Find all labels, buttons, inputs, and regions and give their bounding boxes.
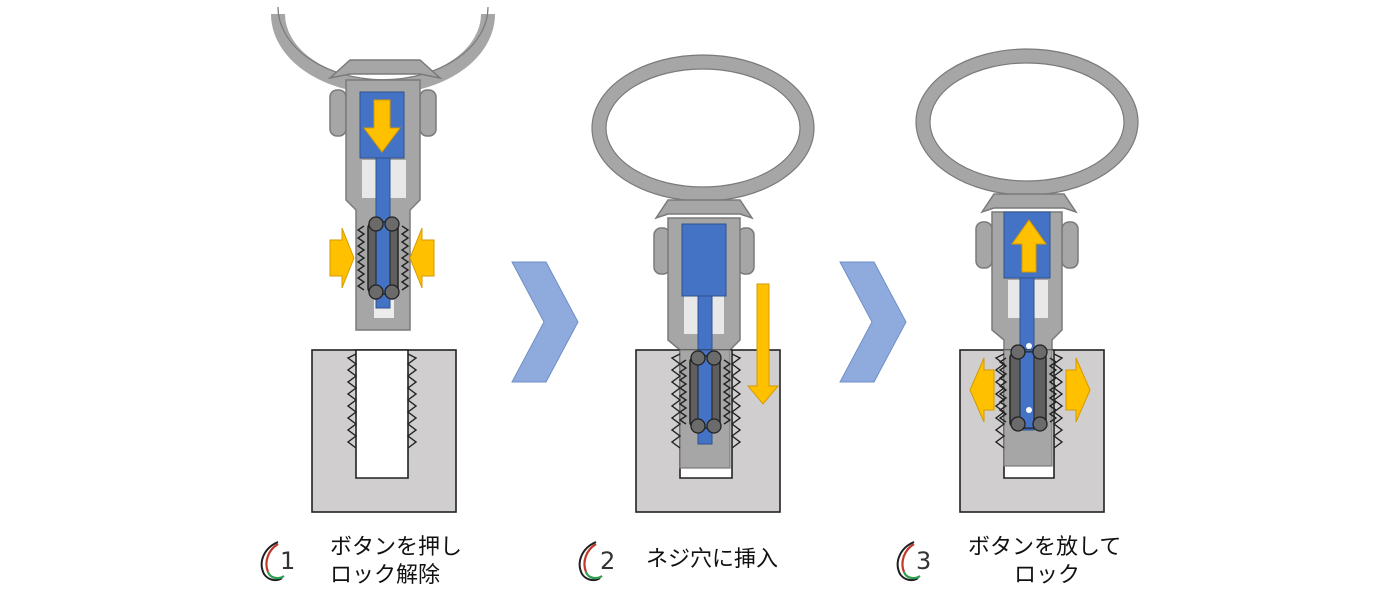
step3-number: 3 [916, 547, 932, 575]
step2-caption-line1: ネジ穴に挿入 [646, 547, 779, 572]
step3-tool [915, 48, 1139, 461]
chevron-right-icon [839, 261, 907, 383]
step1-tool [271, 6, 495, 331]
logo-mark-icon [896, 541, 921, 582]
step1-ring [271, 13, 495, 94]
step1-caption-line2: ロック解除 [330, 563, 441, 588]
chevron-right-icon [511, 261, 579, 383]
step1-number: 1 [280, 547, 296, 575]
arrow-right-icon [329, 227, 355, 289]
arrow-up-icon [1011, 219, 1047, 273]
logo-mark-icon [260, 541, 285, 582]
step1-caption-line1: ボタンを押し [330, 535, 463, 560]
arrow-down-icon [363, 99, 401, 153]
logo-mark-icon [578, 541, 603, 582]
step2-plunger-head [681, 223, 727, 297]
step2-block [635, 349, 781, 513]
arrow-left-icon [969, 357, 995, 423]
step3-caption-line2: ロック [1014, 563, 1081, 588]
step2-ring [592, 55, 814, 201]
arrow-left-icon [409, 227, 435, 289]
step2-number: 2 [600, 547, 616, 575]
step1-yoke [327, 59, 443, 80]
arrow-right-icon [1065, 357, 1091, 423]
step1-block [311, 349, 457, 513]
step3-caption-line1: ボタンを放して [968, 535, 1122, 560]
arrow-down-icon [746, 283, 780, 405]
step3-ring [916, 49, 1138, 195]
